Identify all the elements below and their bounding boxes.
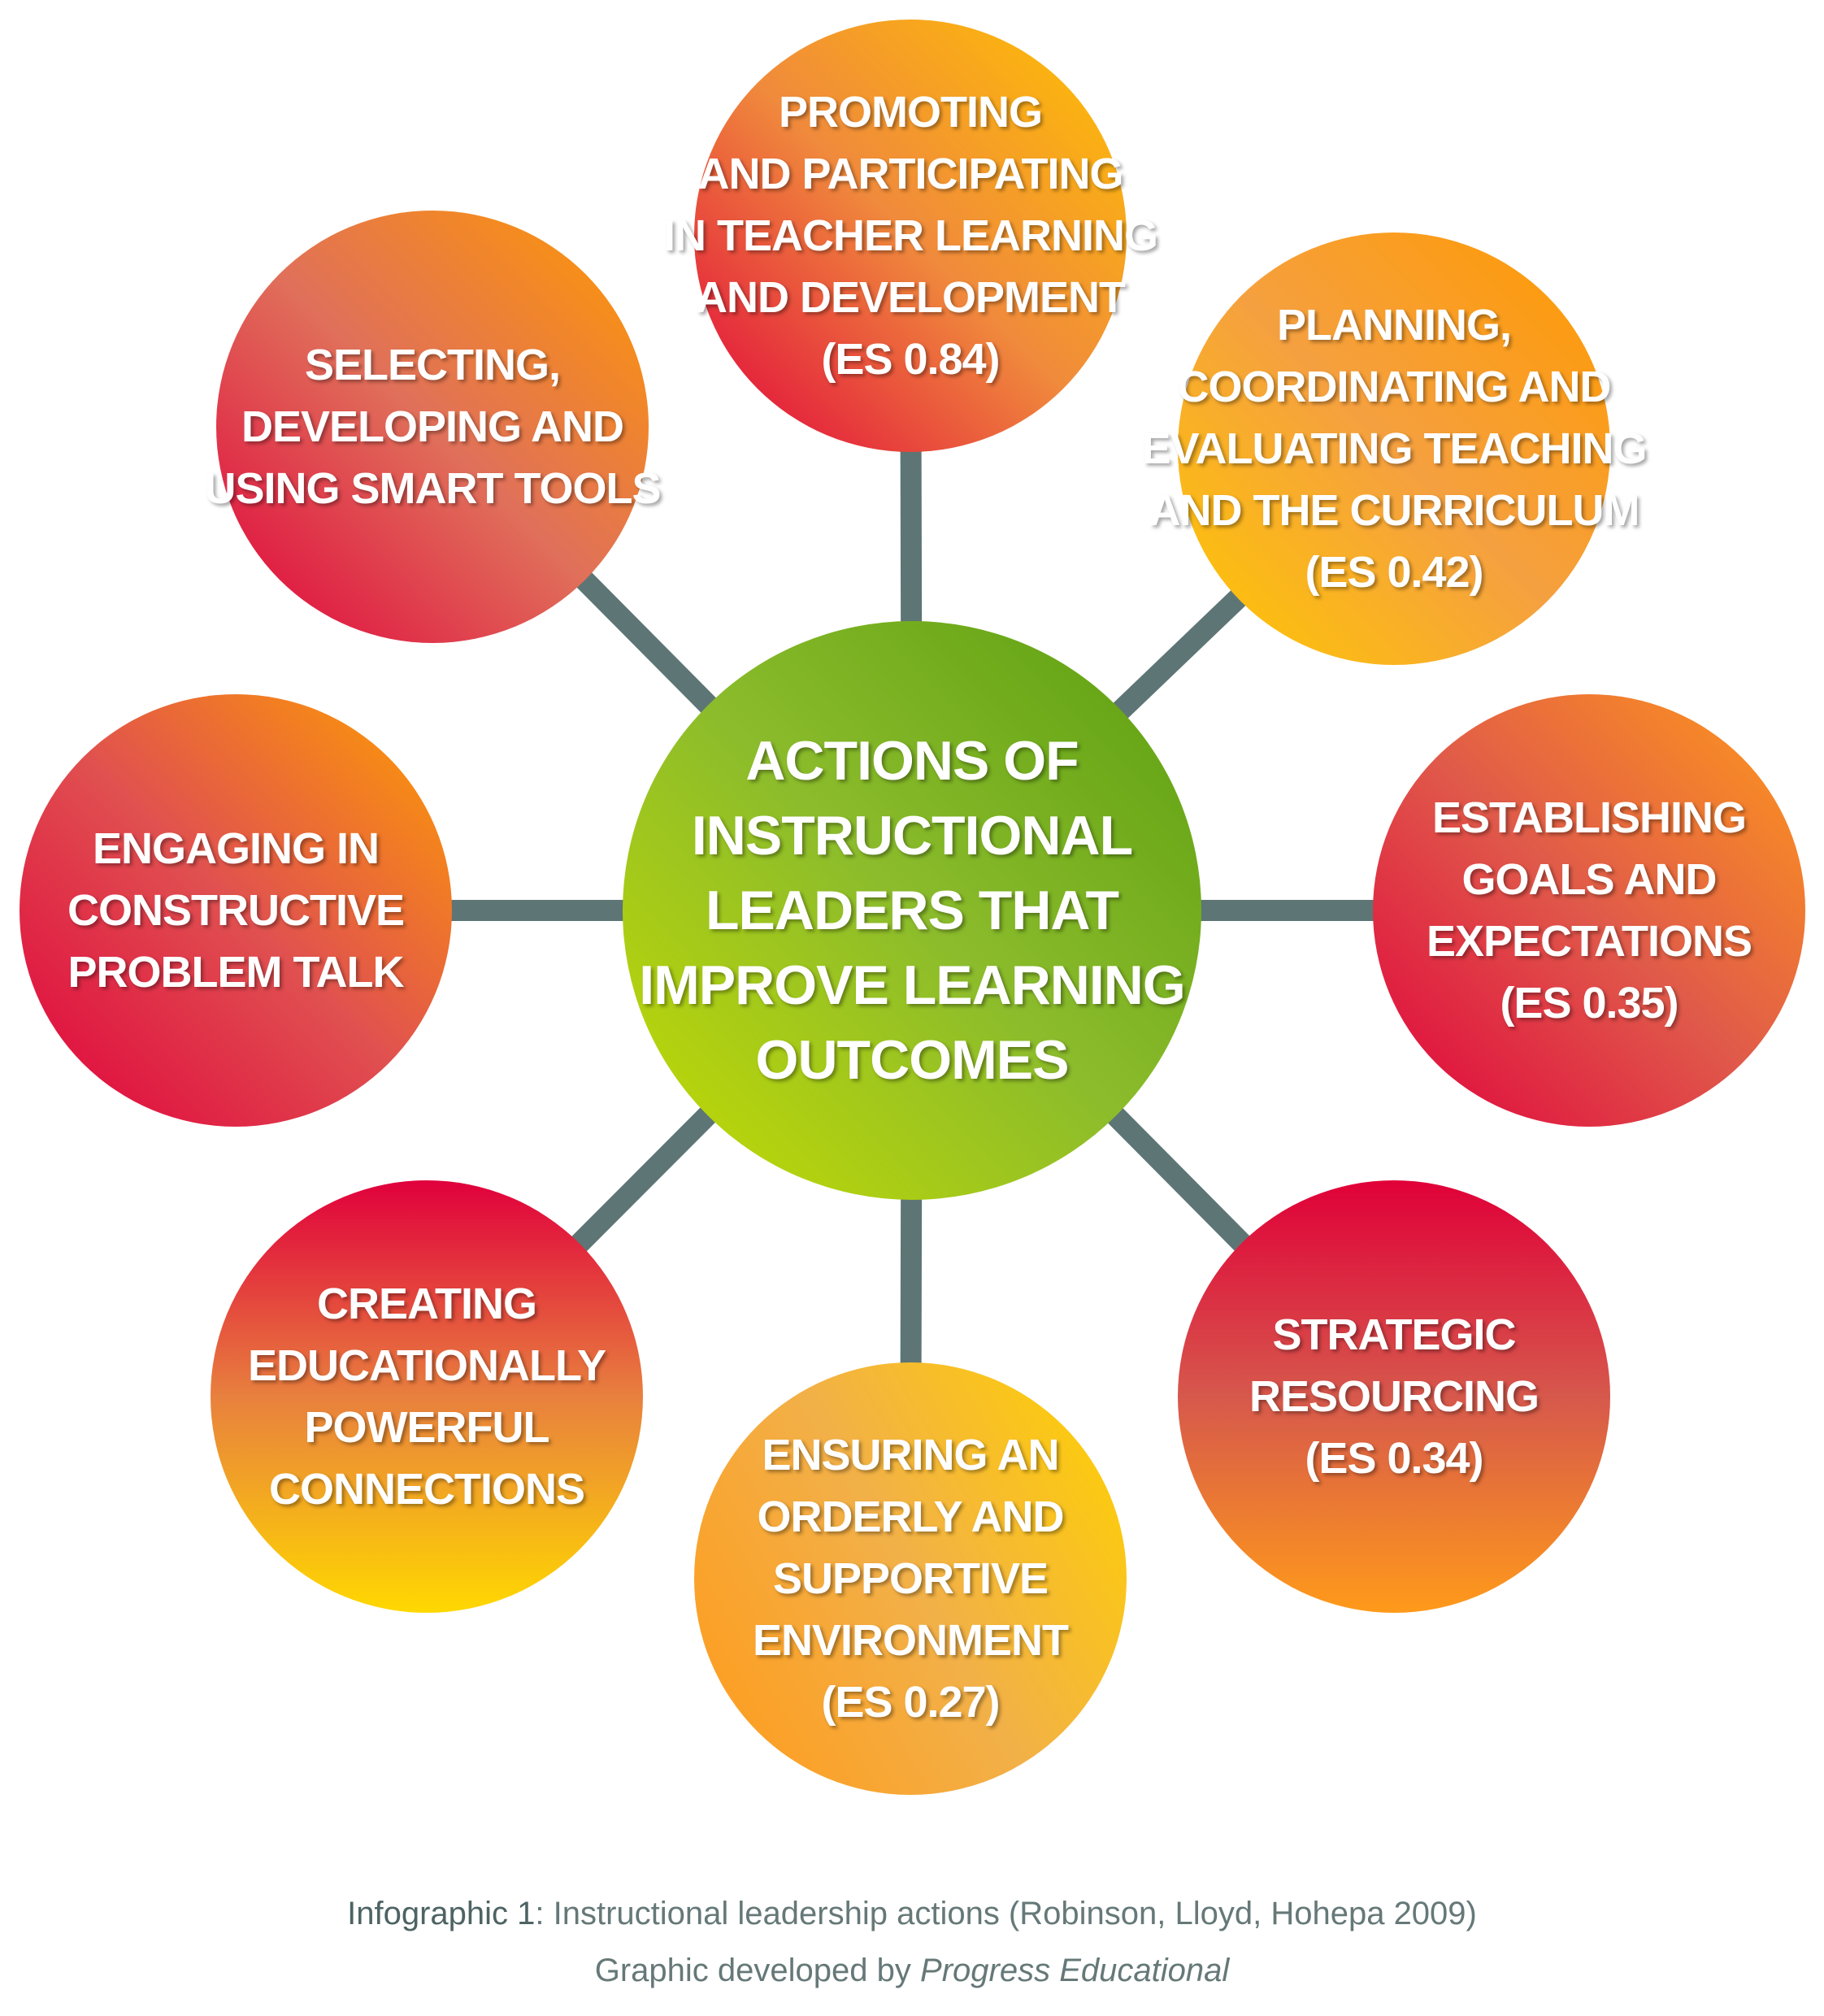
node-engaging-line-1: ENGAGING IN <box>92 824 380 873</box>
node-creating-line-1: CREATING <box>317 1280 537 1328</box>
node-promoting-line-2: AND PARTICIPATING <box>697 150 1124 198</box>
node-strategic-line-1: STRATEGIC <box>1272 1310 1517 1359</box>
node-selecting-line-2: DEVELOPING AND <box>241 402 624 451</box>
node-establishing-line-4: (ES 0.35) <box>1500 979 1679 1028</box>
node-promoting-line-1: PROMOTING <box>779 88 1043 137</box>
caption-credit-name: Progress Educational <box>920 1953 1230 1988</box>
node-establishing-line-2: GOALS AND <box>1461 855 1718 904</box>
node-planning-line-3: EVALUATING TEACHING <box>1141 424 1648 473</box>
node-ensuring: ENSURING AN ORDERLY AND SUPPORTIVE ENVIRONM… <box>694 1362 1127 1795</box>
caption-label: Infographic 1 <box>347 1896 536 1931</box>
caption-line-2: Graphic developed by Progress Educationa… <box>0 1948 1824 1993</box>
node-promoting-line-5: (ES 0.84) <box>821 335 1000 384</box>
node-selecting-line-3: USING SMART TOOLS <box>204 464 661 513</box>
node-creating-line-4: CONNECTIONS <box>268 1465 585 1514</box>
center-node-line-2: INSTRUCTIONAL <box>691 805 1133 867</box>
center-node-line-4: IMPROVE LEARNING <box>639 954 1186 1016</box>
node-engaging-line-2: CONSTRUCTIVE <box>67 886 405 935</box>
node-ensuring-line-1: ENSURING AN <box>762 1431 1059 1479</box>
node-engaging: ENGAGING IN CONSTRUCTIVE PROBLEM TALK <box>20 694 452 1127</box>
node-promoting-line-3: IN TEACHER LEARNING <box>663 211 1158 260</box>
node-establishing: ESTABLISHING GOALS AND EXPECTATIONS (ES 0.3… <box>1373 694 1805 1127</box>
node-ensuring-line-4: ENVIRONMENT <box>752 1616 1069 1665</box>
center-node: ACTIONS OF INSTRUCTIONAL LEADERS THAT IMPRO… <box>623 621 1201 1200</box>
node-planning: PLANNING, COORDINATING AND EVALUATING TEAC… <box>1142 232 1647 665</box>
node-promoting: PROMOTING AND PARTICIPATING IN TEACHER LEA… <box>663 20 1158 452</box>
node-selecting-line-1: SELECTING, <box>304 341 561 389</box>
node-planning-line-5: (ES 0.42) <box>1305 548 1483 597</box>
node-ensuring-line-3: SUPPORTIVE <box>772 1554 1049 1603</box>
node-strategic-line-2: RESOURCING <box>1249 1372 1540 1421</box>
node-promoting-line-4: AND DEVELOPMENT <box>695 273 1126 322</box>
node-ensuring-line-5: (ES 0.27) <box>821 1678 1000 1727</box>
caption-line-1: Infographic 1: Instructional leadership … <box>0 1891 1824 1936</box>
node-engaging-line-3: PROBLEM TALK <box>67 948 405 997</box>
node-selecting: SELECTING, DEVELOPING AND USING SMART TOOL… <box>204 211 662 643</box>
node-establishing-line-1: ESTABLISHING <box>1431 793 1747 842</box>
center-node-line-5: OUTCOMES <box>755 1029 1070 1091</box>
node-establishing-line-3: EXPECTATIONS <box>1426 917 1752 966</box>
center-node-line-3: LEADERS THAT <box>705 880 1119 941</box>
node-creating-line-2: EDUCATIONALLY <box>248 1341 606 1390</box>
node-planning-line-2: COORDINATING AND <box>1177 363 1612 411</box>
node-creating-line-3: POWERFUL <box>304 1403 550 1452</box>
node-planning-line-1: PLANNING, <box>1277 301 1512 350</box>
caption-credit-prefix: Graphic developed by <box>594 1953 921 1988</box>
node-strategic-line-3: (ES 0.34) <box>1305 1434 1483 1483</box>
node-planning-line-4: AND THE CURRICULUM <box>1149 486 1640 535</box>
caption-text: : Instructional leadership actions (Robi… <box>535 1896 1477 1931</box>
center-node-line-1: ACTIONS OF <box>745 730 1079 792</box>
node-creating: CREATING EDUCATIONALLY POWERFUL CONNECTIONS <box>211 1180 643 1613</box>
node-strategic: STRATEGIC RESOURCING (ES 0.34) <box>1178 1180 1610 1613</box>
node-ensuring-line-2: ORDERLY AND <box>757 1492 1064 1541</box>
